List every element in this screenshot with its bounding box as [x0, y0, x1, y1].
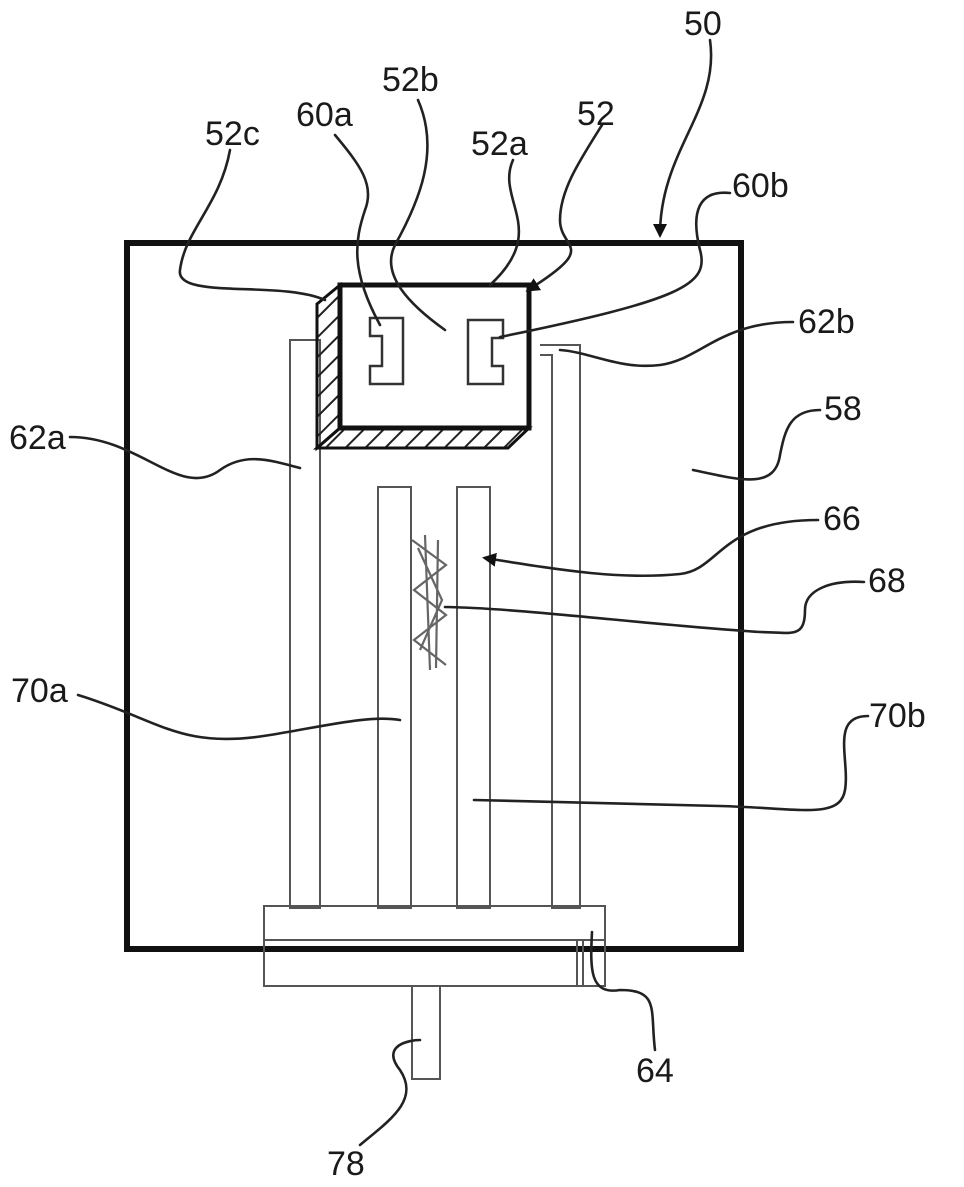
- label-58: 58: [824, 390, 862, 428]
- leader-50: [660, 40, 711, 235]
- label-70a: 70a: [11, 672, 68, 710]
- label-62b: 62b: [798, 303, 855, 341]
- leader-52c: [180, 150, 325, 300]
- leader-66: [485, 520, 818, 576]
- lead-strip-62b: [540, 345, 580, 908]
- label-52: 52: [577, 95, 615, 133]
- label-52c: 52c: [205, 115, 260, 153]
- spark-gap-68: [412, 535, 446, 670]
- leader-60b: [500, 193, 730, 337]
- pin-78: [412, 986, 440, 1079]
- label-68: 68: [868, 562, 906, 600]
- label-60a: 60a: [296, 96, 353, 134]
- label-70b: 70b: [869, 697, 926, 735]
- label-50: 50: [684, 5, 722, 43]
- label-62a: 62a: [9, 419, 66, 457]
- leader-58: [693, 410, 820, 479]
- leader-68: [445, 582, 864, 633]
- leader-62a: [70, 437, 300, 478]
- chip-52: [317, 285, 529, 448]
- leader-62b: [560, 322, 793, 366]
- leader-52a: [490, 160, 519, 285]
- electrode-70b: [457, 487, 490, 908]
- leader-52: [528, 125, 602, 290]
- label-60b: 60b: [732, 167, 789, 205]
- label-64: 64: [636, 1052, 674, 1090]
- label-52a: 52a: [471, 125, 528, 163]
- leader-70b: [474, 716, 868, 810]
- label-52b: 52b: [382, 61, 439, 99]
- label-78: 78: [327, 1145, 365, 1183]
- electrode-70a: [378, 487, 411, 908]
- label-66: 66: [823, 500, 861, 538]
